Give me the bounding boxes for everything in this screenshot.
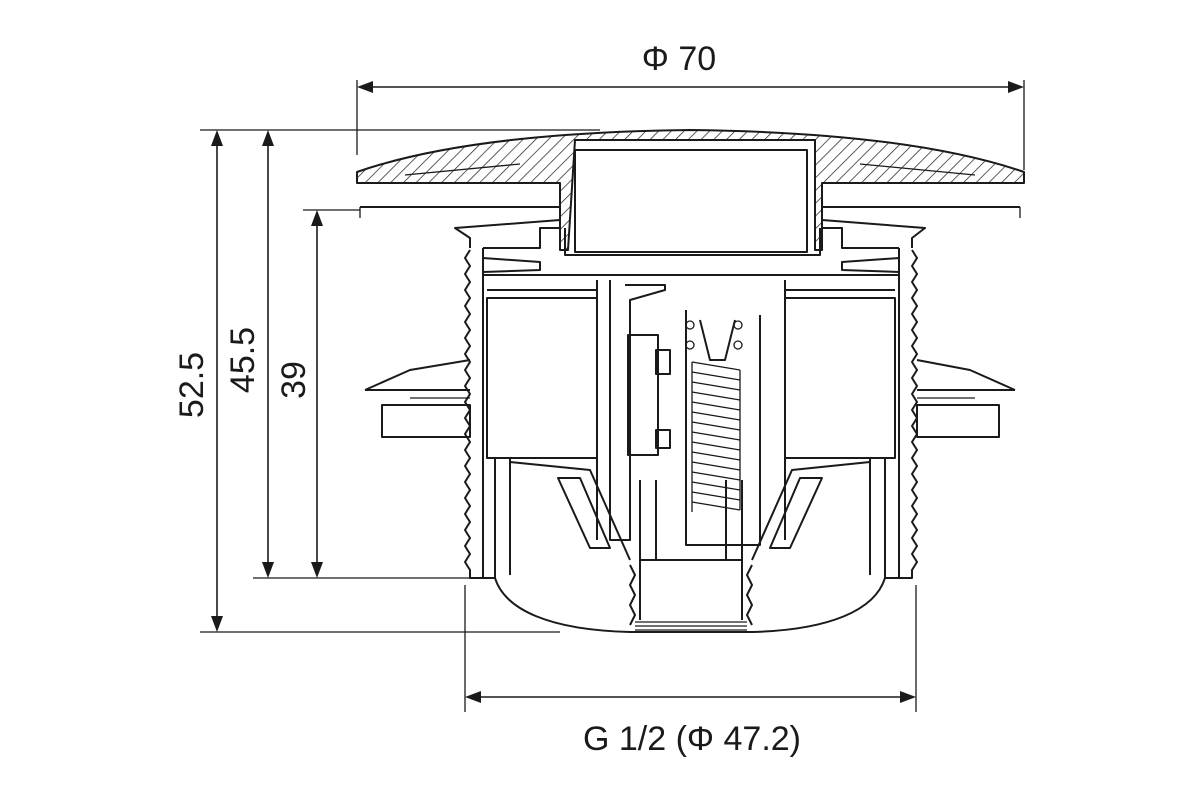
dimension-height-total: 52.5 <box>173 129 600 633</box>
dimension-top-diameter: Φ 70 <box>356 40 1025 170</box>
side-body-right <box>784 280 896 540</box>
arrow-up-icon <box>262 130 274 146</box>
flange <box>359 206 1021 248</box>
central-stem <box>629 480 753 631</box>
arrow-down-icon <box>311 562 323 578</box>
arrow-left-icon <box>465 691 481 703</box>
arrow-right-icon <box>1008 81 1024 93</box>
thread-spec-label: G 1/2 (Φ 47.2) <box>583 720 801 758</box>
side-body-left <box>486 280 598 540</box>
arrow-up-icon <box>211 130 223 146</box>
wing-right <box>916 359 1016 438</box>
dimension-thread: G 1/2 (Φ 47.2) <box>464 585 917 758</box>
plunger-guide <box>609 280 761 546</box>
dimension-height-inner: 39 <box>275 209 360 578</box>
arrow-right-icon <box>900 691 916 703</box>
arrow-down-icon <box>211 616 223 632</box>
spring-icon <box>685 320 743 512</box>
wing-left <box>364 359 471 438</box>
cap <box>356 129 1025 253</box>
dimension-height-mid: 45.5 <box>224 130 470 579</box>
outer-thread-left <box>464 248 495 579</box>
arrow-down-icon <box>262 562 274 578</box>
height-mid-label: 45.5 <box>224 327 262 393</box>
arrow-up-icon <box>311 210 323 226</box>
lower-bowl <box>494 458 886 633</box>
upper-housing <box>482 227 900 276</box>
arrow-left-icon <box>357 81 373 93</box>
top-diameter-label: Φ 70 <box>642 40 716 78</box>
height-inner-label: 39 <box>275 361 313 399</box>
height-total-label: 52.5 <box>173 352 211 418</box>
